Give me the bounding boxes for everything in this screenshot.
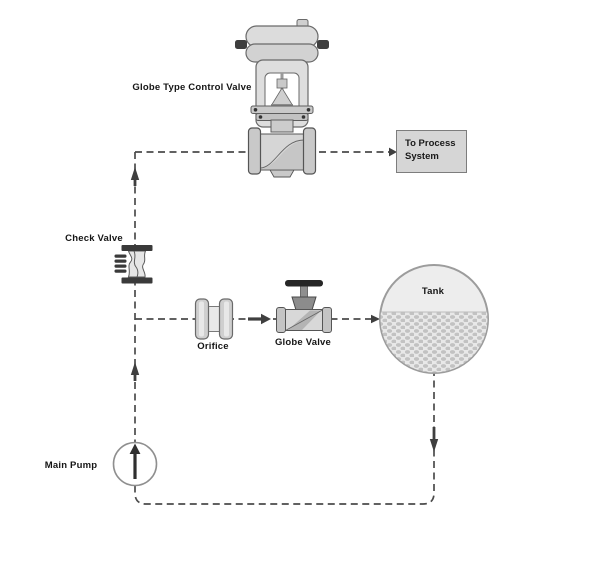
main-pump-label: Main Pump xyxy=(44,460,98,471)
arrow-into-process-box xyxy=(389,147,397,157)
tank-liquid xyxy=(380,312,488,373)
arrow-up-riser-mid xyxy=(130,362,140,375)
arrow-up-riser-top xyxy=(130,167,140,180)
check-valve-bottom-flange xyxy=(121,277,153,284)
actuator-right-lug xyxy=(317,40,329,49)
check-valve-label: Check Valve xyxy=(65,233,123,244)
control-valve-right-flange xyxy=(302,127,317,175)
arrow-recirc-stem xyxy=(248,317,261,321)
arrow-recirc-head xyxy=(261,313,271,325)
arrow-up-riser-mid-stem xyxy=(133,373,137,381)
arrow-up-riser-top-stem xyxy=(133,178,137,186)
arrow-into-tank xyxy=(371,314,380,324)
globe-valve-handwheel xyxy=(285,280,323,287)
process-system-box: To Process System xyxy=(396,130,467,173)
orifice-figure xyxy=(194,298,234,340)
arrow-tank-outlet-head xyxy=(429,439,439,452)
check-valve-bonnet-ribs xyxy=(114,254,127,273)
process-system-label: To Process System xyxy=(405,138,456,163)
control-valve-figure xyxy=(235,19,329,178)
arrow-tank-outlet-stem xyxy=(432,427,436,440)
valve-bonnet-flange xyxy=(250,105,314,133)
tank-figure xyxy=(379,264,489,374)
pump-arrow-stem xyxy=(133,452,137,479)
control-valve-label: Globe Type Control Valve xyxy=(132,82,252,93)
globe-valve-stem xyxy=(300,285,308,299)
globe-valve-label: Globe Valve xyxy=(274,337,332,348)
actuator-dome xyxy=(235,25,329,63)
pump-arrow-head xyxy=(129,443,141,454)
pipe-suction-loop xyxy=(134,152,435,505)
control-valve-body xyxy=(247,127,317,178)
globe-valve-figure xyxy=(276,280,332,333)
globe-valve-left-flange xyxy=(276,307,286,333)
check-valve-flapper xyxy=(133,250,139,278)
actuator-left-lug xyxy=(235,40,247,49)
globe-valve-right-flange xyxy=(322,307,332,333)
check-valve-top-flange xyxy=(121,245,153,251)
tank-label: Tank xyxy=(421,286,445,297)
check-valve-body xyxy=(127,250,147,278)
control-valve-left-flange xyxy=(247,127,262,175)
orifice-spool xyxy=(208,306,220,332)
globe-valve-bonnet xyxy=(291,296,317,311)
pump-figure xyxy=(112,441,158,487)
check-valve-figure xyxy=(114,245,153,284)
flow-arrows xyxy=(130,147,439,452)
orifice-label: Orifice xyxy=(197,341,229,352)
